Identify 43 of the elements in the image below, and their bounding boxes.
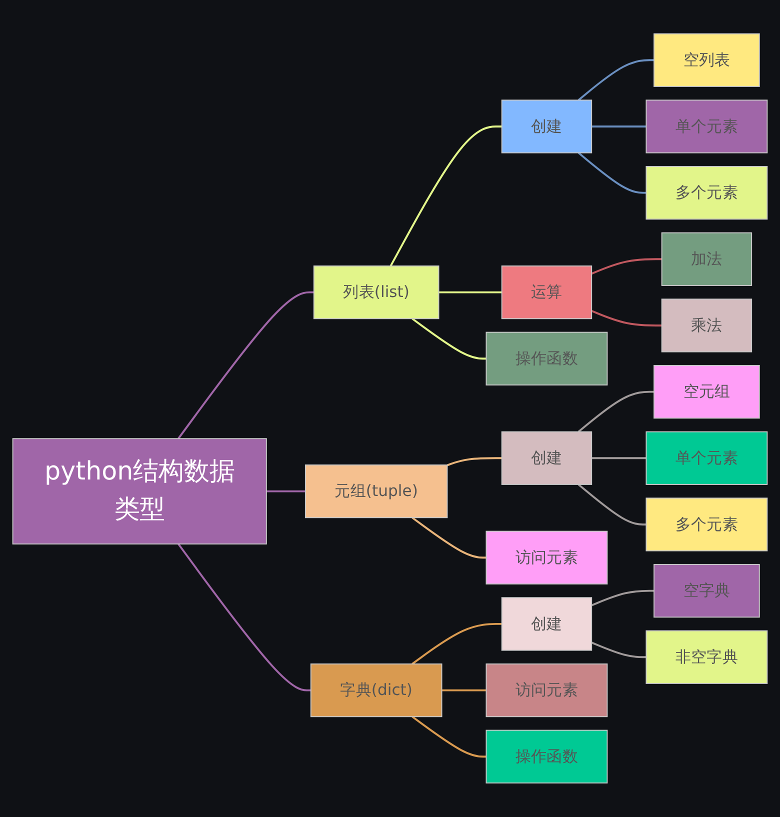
connector — [592, 126, 646, 128]
connector — [578, 484, 646, 526]
connector — [591, 310, 662, 327]
connector — [578, 390, 654, 433]
node-box: 访问元素 — [486, 530, 608, 585]
connector — [412, 623, 502, 665]
node-box: 创建 — [501, 100, 592, 154]
connector — [578, 152, 646, 194]
connector — [412, 716, 486, 758]
node-box: 操作函数 — [486, 332, 608, 386]
node-box: 多个元素 — [646, 498, 768, 552]
node-box: 创建 — [501, 431, 592, 486]
connector — [442, 689, 486, 692]
node-box: 单个元素 — [646, 100, 768, 154]
node-box: 创建 — [501, 597, 592, 651]
node-box: python结构数据类型 — [12, 438, 267, 545]
connector — [178, 544, 311, 692]
node-box: 单个元素 — [646, 431, 768, 486]
connector — [446, 457, 502, 466]
node-box: 空字典 — [654, 564, 760, 618]
node-box: 操作函数 — [486, 730, 608, 784]
connector — [438, 291, 502, 294]
connector — [412, 318, 486, 360]
connector — [591, 642, 646, 658]
connector — [412, 516, 486, 559]
node-box: 非空字典 — [646, 630, 768, 684]
connector — [578, 59, 654, 101]
node-box: 列表(list) — [313, 266, 440, 320]
connector — [178, 291, 314, 440]
node-box: 字典(dict) — [310, 664, 442, 718]
node-box: 空元组 — [654, 365, 760, 419]
node-box: 加法 — [661, 232, 752, 286]
node-box: 运算 — [501, 266, 592, 320]
connector — [591, 590, 654, 606]
node-box: 乘法 — [661, 298, 752, 352]
connector — [591, 258, 662, 275]
node-box: 访问元素 — [486, 664, 608, 718]
connector — [266, 490, 306, 492]
connector — [390, 126, 502, 267]
node-box: 元组(tuple) — [304, 464, 448, 518]
node-box: 多个元素 — [646, 166, 768, 220]
node-box: 空列表 — [654, 33, 760, 88]
connector — [592, 457, 646, 460]
